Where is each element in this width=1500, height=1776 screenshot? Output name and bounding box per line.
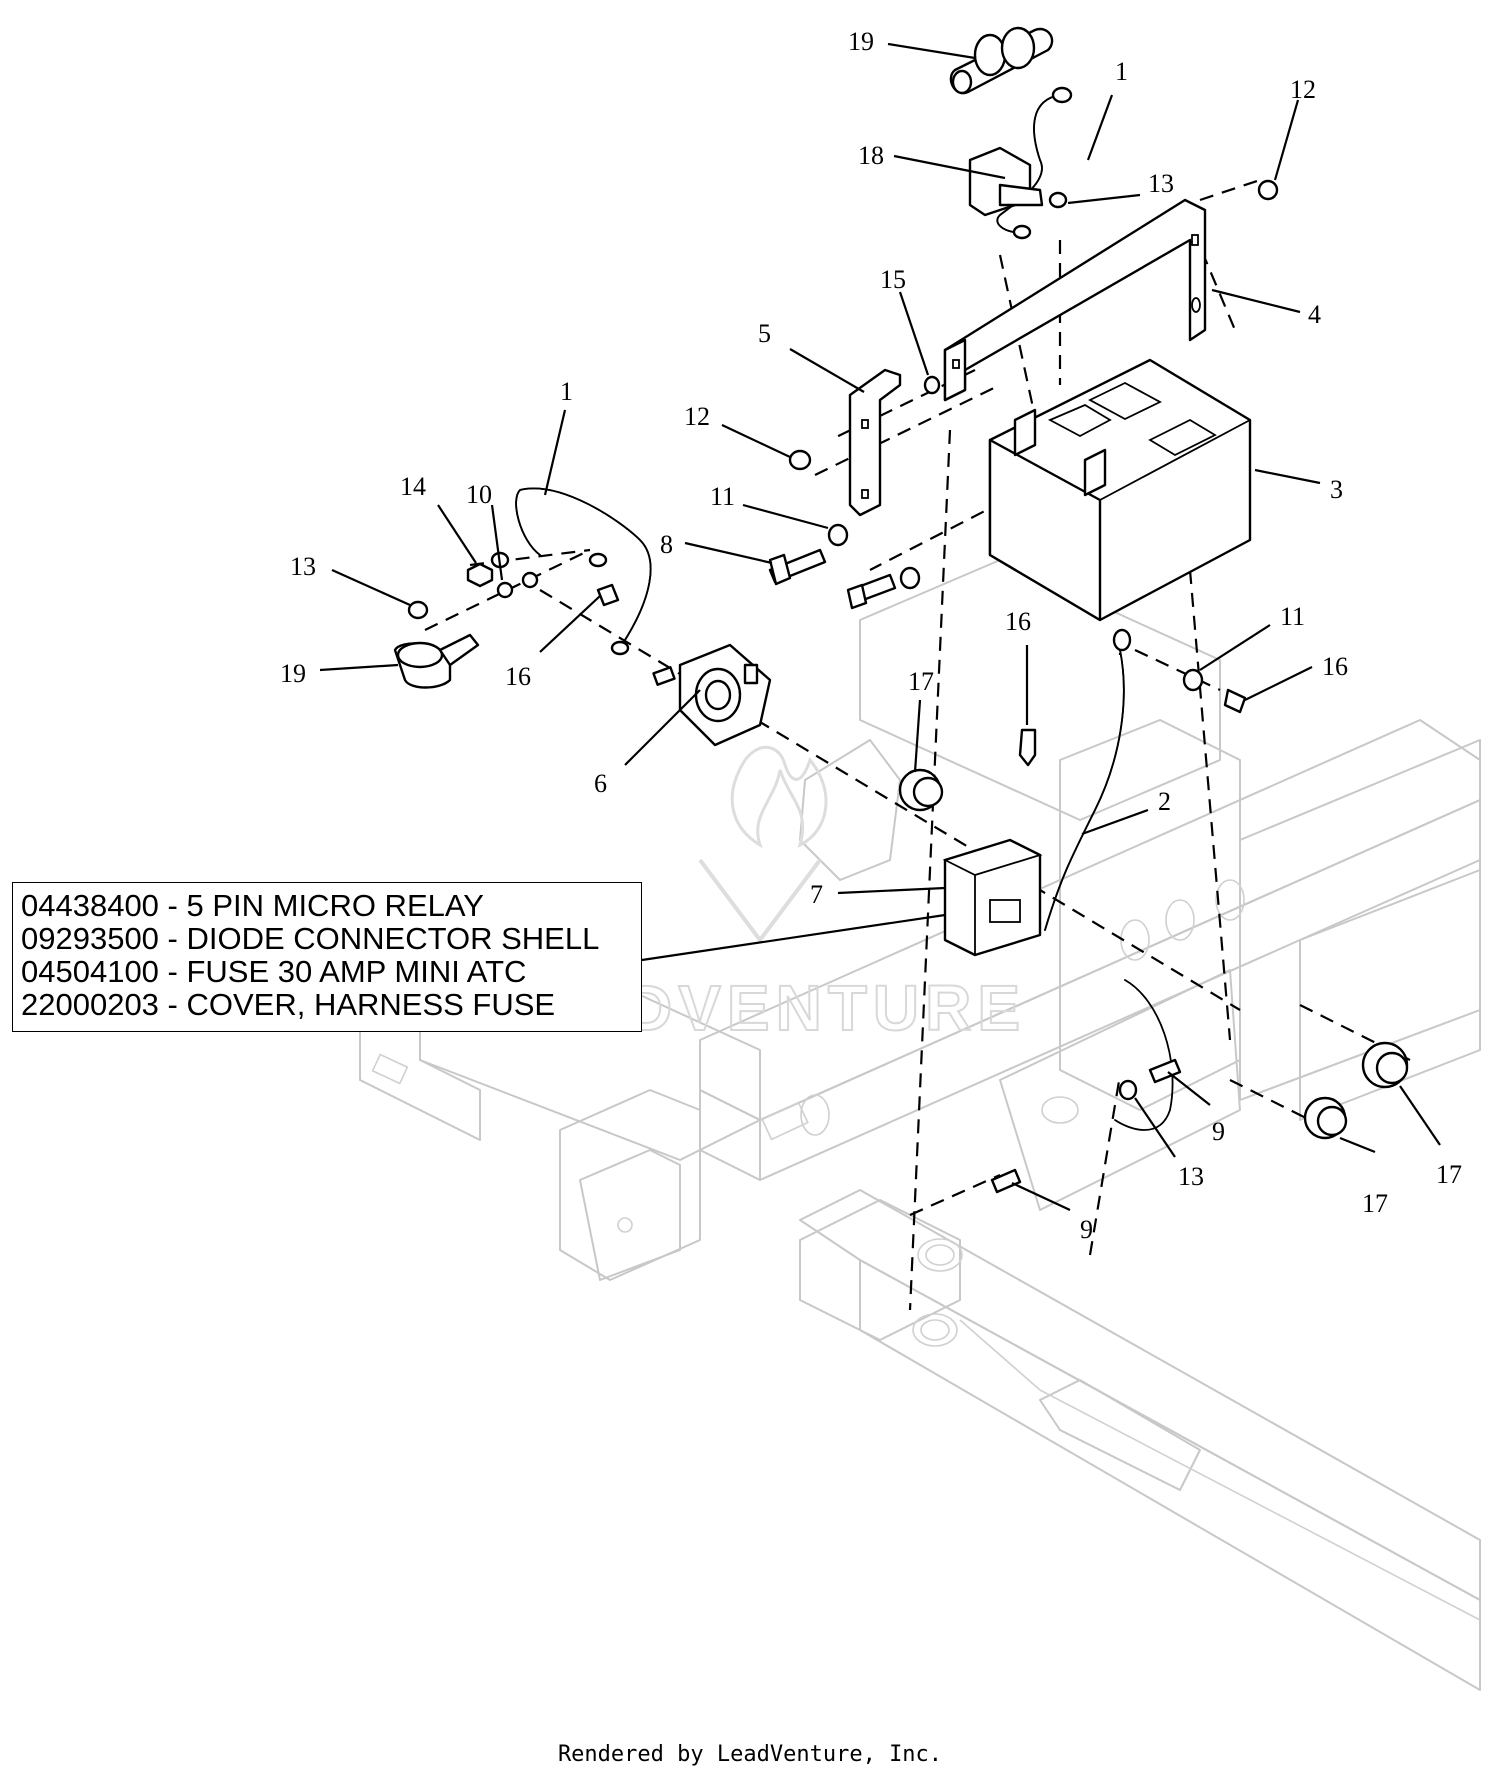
callout-5: 5	[758, 319, 771, 348]
part-16-screw-left	[596, 583, 620, 607]
part-17-grommet-middle	[1303, 1096, 1348, 1140]
part-6-solenoid	[652, 643, 772, 747]
part-1-cable-left	[515, 487, 652, 656]
part-10-lockwasher	[496, 581, 514, 599]
parts-note-line: 04504100 - FUSE 30 AMP MINI ATC	[21, 954, 527, 989]
part-19-terminal-boot-left	[393, 633, 480, 689]
callout-14: 14	[400, 472, 426, 501]
chassis-frame	[359, 559, 1481, 1691]
callout-9-upper: 9	[1212, 1117, 1225, 1146]
part-12-nut-left	[788, 449, 812, 471]
callout-9-lower: 9	[1080, 1215, 1093, 1244]
part-3-battery	[988, 358, 1252, 622]
parts-note-line: 09293500 - DIODE CONNECTOR SHELL	[21, 921, 600, 956]
part-2-cable	[1044, 628, 1132, 931]
parts-note-line: 22000203 - COVER, HARNESS FUSE	[21, 987, 556, 1022]
part-1-cable-top	[996, 86, 1073, 240]
part-13-nut-left	[407, 600, 429, 620]
callout-16-right: 16	[1322, 652, 1348, 681]
assembly-lines	[424, 178, 1411, 1311]
callout-13-bottom: 13	[1178, 1162, 1204, 1191]
part-16-screw-middle	[1018, 728, 1037, 767]
callout-12-left: 12	[684, 402, 710, 431]
callout-4: 4	[1308, 300, 1321, 329]
callout-2: 2	[1158, 787, 1171, 816]
callout-13-left: 13	[290, 552, 316, 581]
parts-note-line: 04438400 - 5 PIN MICRO RELAY	[21, 888, 484, 923]
parts-14-10-16-hardware	[466, 551, 620, 607]
callout-17-middle: 17	[1362, 1189, 1388, 1218]
part-13-nut-top	[1048, 191, 1068, 209]
callout-15: 15	[880, 265, 906, 294]
callout-16-left: 16	[505, 662, 531, 691]
part-13-nut-bottom	[1118, 1079, 1138, 1101]
part-7-relay	[942, 838, 1043, 957]
callout-18: 18	[858, 141, 884, 170]
callout-7: 7	[810, 880, 823, 909]
footer-credit: Rendered by LeadVenture, Inc.	[557, 1742, 943, 1767]
part-19-terminal-boot-top	[949, 26, 1054, 95]
callout-17-left: 17	[908, 667, 934, 696]
part-17-grommet-left	[898, 768, 944, 812]
part-14-nut	[466, 562, 494, 588]
callout-10: 10	[466, 480, 492, 509]
callout-19-left: 19	[280, 659, 306, 688]
callout-19-top: 19	[848, 27, 874, 56]
callout-16-middle: 16	[1005, 607, 1031, 636]
callout-6: 6	[594, 769, 607, 798]
part-2-cable-lower	[1114, 979, 1174, 1131]
part-9-bolt-lower	[990, 1168, 1022, 1194]
callout-12-top: 12	[1290, 75, 1316, 104]
callout-1-top: 1	[1115, 57, 1128, 86]
callout-labels: 19 1 12 18 13 4 15 5 1 12 3 14 10 11 13 …	[280, 27, 1462, 1244]
part-4-hold-down-bracket	[943, 198, 1207, 402]
leader-lines	[319, 42, 1441, 1211]
part-9-bolt-upper	[1148, 1058, 1182, 1084]
callout-1-left: 1	[560, 377, 573, 406]
part-18-terminal-cover	[968, 146, 1044, 217]
parts-note-box: 04438400 - 5 PIN MICRO RELAY 09293500 - …	[12, 882, 642, 1032]
part-11-washer-right	[1182, 668, 1204, 692]
part-15-washer	[923, 375, 941, 395]
callout-17-right: 17	[1436, 1160, 1462, 1189]
callout-13-top: 13	[1148, 169, 1174, 198]
callout-11-left: 11	[710, 482, 735, 511]
part-16-screw-right	[1223, 688, 1247, 714]
part-8-bolt	[768, 523, 921, 610]
callout-3: 3	[1330, 475, 1343, 504]
callout-8: 8	[660, 530, 673, 559]
callout-11-right: 11	[1280, 602, 1305, 631]
part-17-grommet-right	[1361, 1041, 1409, 1089]
part-5-bracket	[848, 368, 902, 517]
part-12-nut-top	[1257, 179, 1279, 201]
parts	[393, 26, 1409, 1194]
